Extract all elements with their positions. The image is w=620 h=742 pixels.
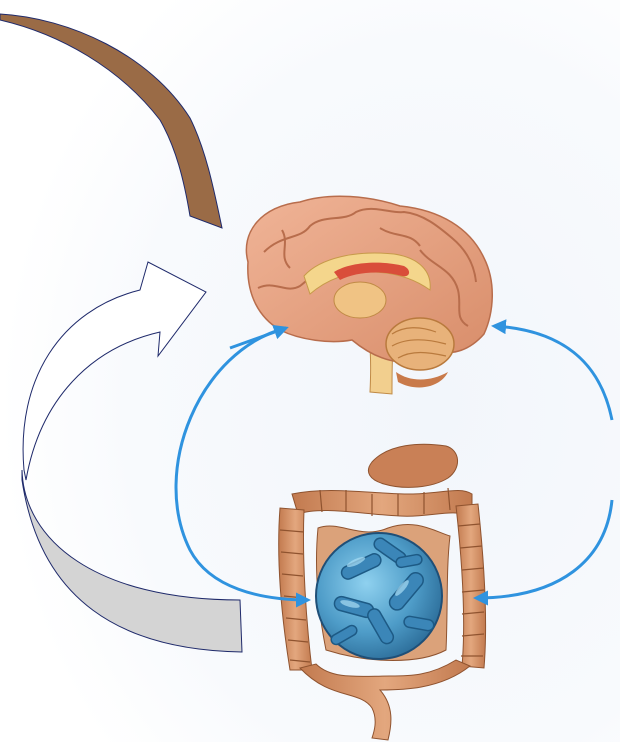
bacteria-circle-illustration	[316, 533, 442, 659]
